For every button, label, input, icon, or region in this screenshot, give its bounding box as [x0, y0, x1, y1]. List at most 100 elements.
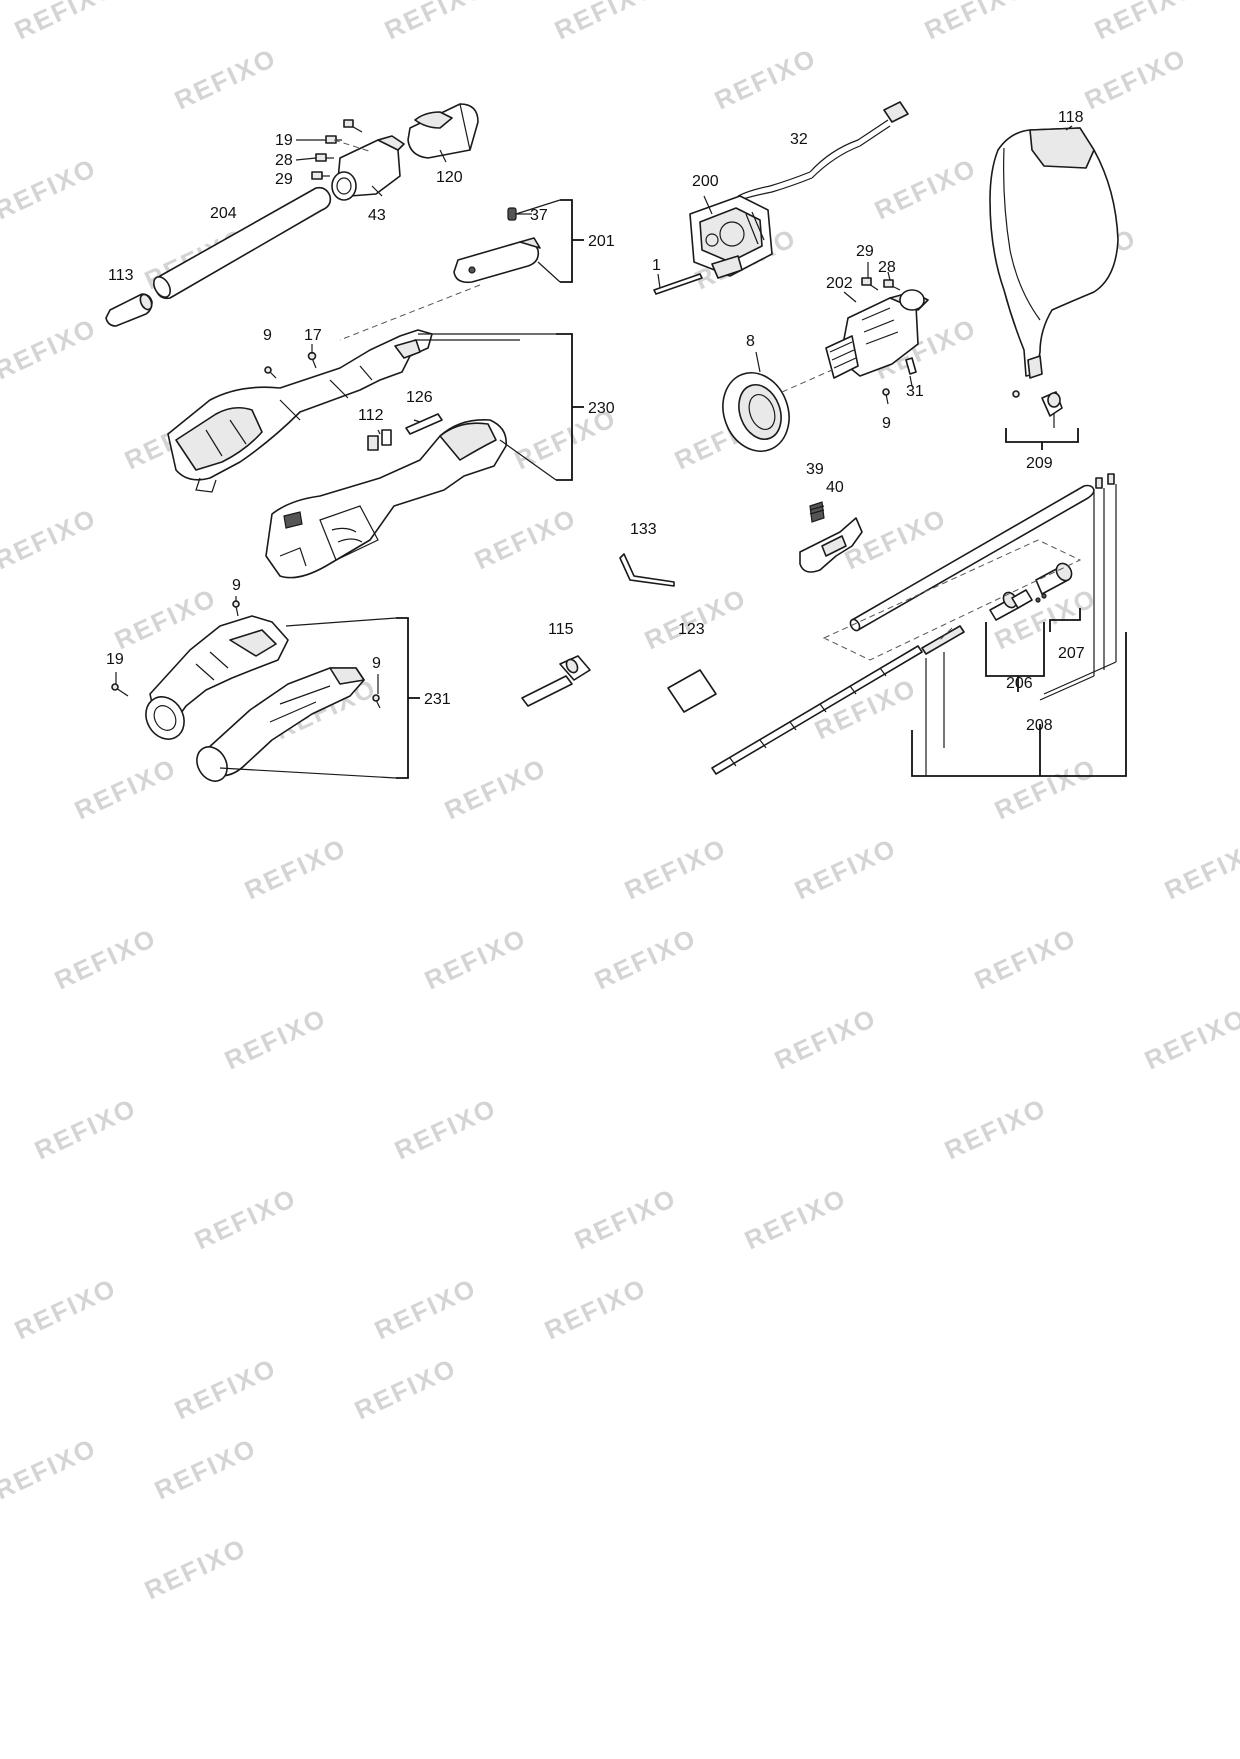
bracket-231	[219, 617, 420, 779]
watermark-text: REFIXO	[640, 582, 751, 655]
part-123-label	[667, 669, 717, 713]
label-9-lower: 9	[232, 577, 241, 594]
part-126-pin	[405, 413, 443, 435]
part-200-motor-board	[689, 195, 773, 279]
label-133: 133	[630, 521, 657, 538]
label-28-right: 28	[878, 259, 896, 276]
screws-19-28-29	[311, 119, 373, 180]
watermark-text: REFIXO	[170, 42, 281, 115]
watermark-text: REFIXO	[1140, 1002, 1240, 1075]
watermark-text: REFIXO	[920, 0, 1031, 45]
label-201: 201	[588, 233, 615, 250]
watermark-text: REFIXO	[350, 1352, 461, 1425]
watermark-text: REFIXO	[590, 922, 701, 995]
label-31: 31	[906, 383, 924, 400]
label-43: 43	[368, 207, 386, 224]
part-37-spring	[507, 207, 517, 221]
label-207: 207	[1058, 645, 1085, 662]
label-115: 115	[548, 621, 574, 638]
watermark-text: REFIXO	[190, 1182, 301, 1255]
label-9-lower-right: 9	[372, 655, 381, 672]
watermark-text: REFIXO	[220, 1002, 331, 1075]
watermark-text: REFIXO	[570, 1182, 681, 1255]
watermark-text: REFIXO	[470, 502, 581, 575]
watermark-text: REFIXO	[140, 1532, 251, 1605]
part-32-cable	[737, 101, 909, 201]
watermark-text: REFIXO	[1160, 832, 1240, 905]
label-231: 231	[424, 691, 451, 708]
label-206: 206	[1006, 675, 1033, 692]
part-labels: 19 28 29 43 120 204 113 37 201 200 32 1 …	[106, 109, 1085, 734]
screw-9-top	[264, 366, 277, 379]
label-17: 17	[304, 327, 322, 344]
part-115-wrench	[521, 655, 591, 707]
part-43-coupler	[331, 135, 405, 201]
label-202: 202	[826, 275, 853, 292]
part-40-lever	[799, 517, 863, 573]
part-206-bearings	[989, 589, 1033, 621]
part-201-grip	[453, 237, 541, 284]
watermark-text: REFIXO	[420, 922, 531, 995]
label-120: 120	[436, 169, 463, 186]
part-39-spring	[809, 501, 825, 523]
label-230: 230	[588, 400, 615, 417]
label-37: 37	[530, 207, 548, 224]
watermark-text: REFIXO	[870, 152, 981, 225]
watermark-text: REFIXO	[240, 832, 351, 905]
screw-9-right	[882, 388, 890, 405]
watermark-text: REFIXO	[0, 312, 101, 385]
part-202-gearbox	[825, 289, 929, 379]
watermark-text: REFIXO	[0, 1432, 101, 1505]
watermark-text: REFIXO	[50, 922, 161, 995]
part-231-housing-lower	[196, 667, 365, 782]
part-204-tube	[153, 186, 332, 300]
label-9-top: 9	[263, 327, 272, 344]
watermark-text: REFIXO	[990, 752, 1101, 825]
label-208: 208	[1026, 717, 1053, 734]
label-29-top: 29	[275, 171, 293, 188]
leader-lines	[115, 125, 1073, 694]
watermark-text: REFIXO	[150, 1432, 261, 1505]
watermark-text: REFIXO	[550, 0, 661, 45]
label-209: 209	[1026, 455, 1053, 472]
screw-9-lower-a	[232, 600, 240, 617]
label-39: 39	[806, 461, 824, 478]
watermark-text: REFIXO	[540, 1272, 651, 1345]
watermark-text: REFIXO	[1090, 0, 1201, 45]
bracket-207	[1049, 608, 1081, 632]
label-118: 118	[1058, 109, 1084, 126]
screws-29-28-right	[861, 277, 901, 291]
bracket-201	[515, 199, 584, 283]
watermark-text: REFIXO	[170, 1352, 281, 1425]
part-230-housing-half-lower	[265, 419, 507, 579]
label-9-right: 9	[882, 415, 891, 432]
label-32: 32	[790, 131, 808, 148]
part-31-pin	[905, 357, 917, 375]
bracket-230	[418, 333, 584, 481]
watermark-text: REFIXO	[710, 42, 821, 115]
label-126: 126	[406, 389, 433, 406]
part-230-housing-half-upper	[167, 329, 433, 493]
label-200: 200	[692, 173, 719, 190]
part-209-clamp	[1012, 390, 1063, 417]
part-113-sleeve	[105, 293, 153, 327]
watermark-text: REFIXO	[390, 1092, 501, 1165]
watermark-text: REFIXO	[1080, 42, 1191, 115]
watermark-text: REFIXO	[10, 1272, 121, 1345]
part-207-collar	[1035, 562, 1073, 603]
watermark-text: REFIXO	[790, 832, 901, 905]
part-120-cap	[407, 103, 479, 159]
part-231-housing-upper	[145, 615, 289, 740]
watermark-text: REFIXO	[970, 922, 1081, 995]
bracket-206	[985, 622, 1045, 692]
part-208-drive-shaft	[711, 484, 1095, 775]
label-8: 8	[746, 333, 755, 350]
watermark-text: REFIXO	[30, 1092, 141, 1165]
screw-17	[307, 351, 317, 369]
screw-9-lower-b	[372, 694, 381, 709]
watermark-text: REFIXO	[70, 752, 181, 825]
label-19-lower: 19	[106, 651, 124, 668]
watermark-text: REFIXO	[770, 1002, 881, 1075]
